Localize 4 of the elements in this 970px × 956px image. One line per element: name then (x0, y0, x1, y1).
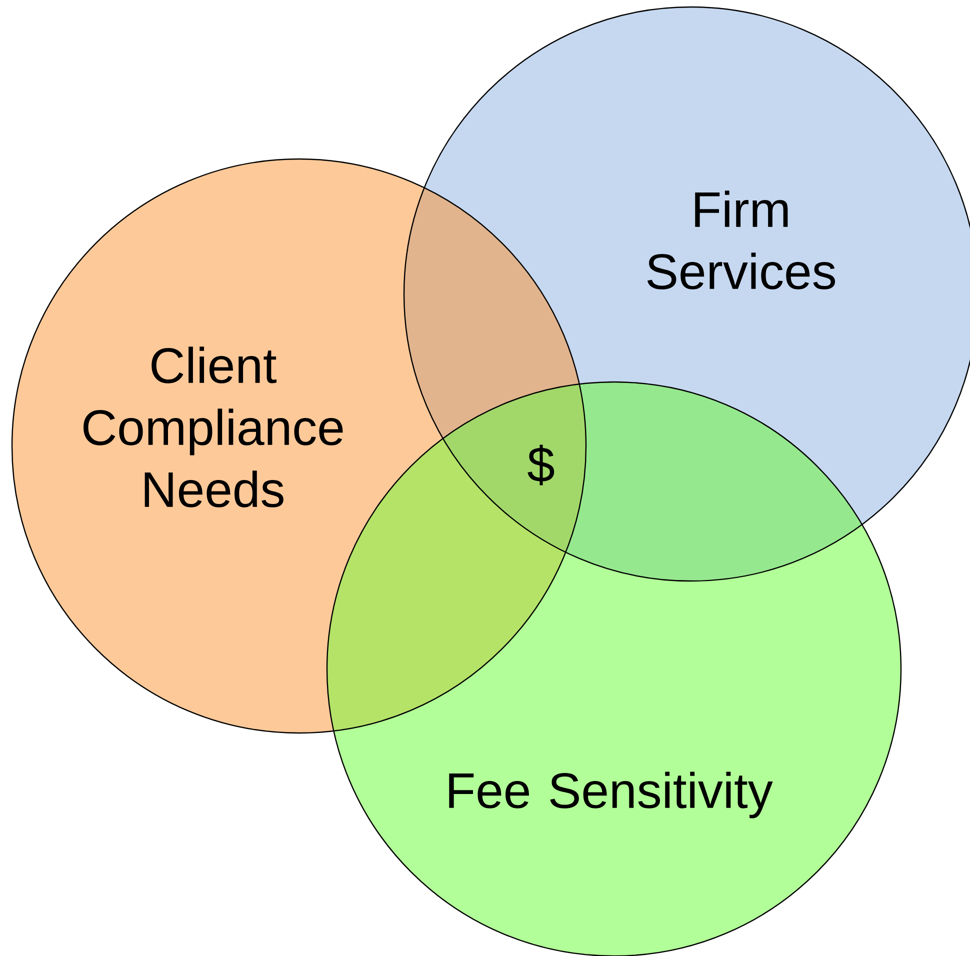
circle-label: Firm Services (647, 190, 836, 290)
dollar-sign: $ (528, 444, 554, 486)
circle-label: Client Compliance Needs (84, 346, 343, 508)
circle-label: Fee Sensitivity (449, 772, 773, 818)
